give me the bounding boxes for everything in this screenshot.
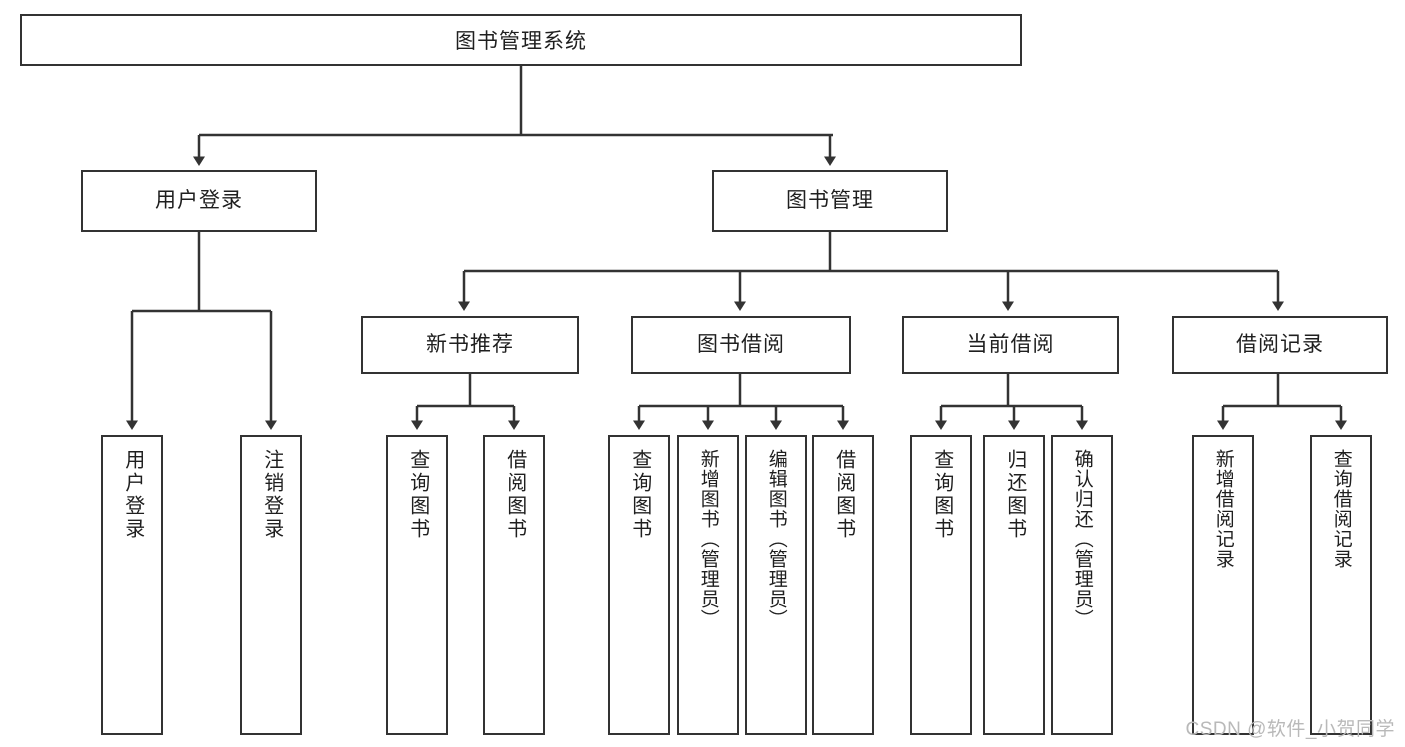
leaf-node-label: 新增图书（管理员）: [697, 449, 719, 629]
node-borrow-record-label: 借阅记录: [1236, 333, 1324, 357]
node-borrow-record[interactable]: 借阅记录: [1172, 316, 1388, 374]
leaf-node[interactable]: 借阅图书: [483, 435, 545, 735]
leaf-node-label: 确认归还（管理员）: [1071, 449, 1093, 629]
leaf-node[interactable]: 查询图书: [386, 435, 448, 735]
leaf-node-label: 归还图书: [1003, 449, 1026, 541]
node-book-borrow[interactable]: 图书借阅: [631, 316, 851, 374]
node-root-label: 图书管理系统: [455, 30, 587, 53]
leaf-node-label: 用户登录: [121, 449, 144, 541]
leaf-node-label: 查询图书: [628, 449, 651, 541]
node-current-borrow-label: 当前借阅: [966, 333, 1055, 357]
leaf-node[interactable]: 新增图书（管理员）: [677, 435, 739, 735]
leaf-node[interactable]: 归还图书: [983, 435, 1045, 735]
leaf-node-label: 编辑图书（管理员）: [765, 449, 787, 629]
node-user-login[interactable]: 用户登录: [81, 170, 317, 232]
leaf-node[interactable]: 编辑图书（管理员）: [745, 435, 807, 735]
leaf-node[interactable]: 新增借阅记录: [1192, 435, 1254, 735]
leaf-node-label: 借阅图书: [832, 449, 855, 541]
node-new-book-recommend-label: 新书推荐: [426, 333, 514, 357]
node-book-management-label: 图书管理: [786, 189, 874, 213]
node-user-login-label: 用户登录: [155, 189, 243, 213]
leaf-node[interactable]: 借阅图书: [812, 435, 874, 735]
csdn-watermark: CSDN @软件_小贺同学: [1185, 719, 1395, 740]
leaf-node[interactable]: 查询图书: [608, 435, 670, 735]
leaf-node-label: 查询图书: [406, 449, 429, 541]
leaf-node-label: 查询图书: [930, 449, 953, 541]
leaf-node-label: 注销登录: [260, 449, 283, 541]
leaf-node[interactable]: 注销登录: [240, 435, 302, 735]
node-new-book-recommend[interactable]: 新书推荐: [361, 316, 579, 374]
leaf-node[interactable]: 查询借阅记录: [1310, 435, 1372, 735]
leaf-node[interactable]: 用户登录: [101, 435, 163, 735]
node-current-borrow[interactable]: 当前借阅: [902, 316, 1119, 374]
node-book-management[interactable]: 图书管理: [712, 170, 948, 232]
node-root[interactable]: 图书管理系统: [20, 14, 1022, 66]
leaf-node-label: 借阅图书: [503, 449, 526, 541]
leaf-node[interactable]: 查询图书: [910, 435, 972, 735]
leaf-node-label: 新增借阅记录: [1212, 449, 1234, 569]
node-book-borrow-label: 图书借阅: [697, 333, 785, 357]
leaf-node-label: 查询借阅记录: [1330, 449, 1352, 569]
leaf-node[interactable]: 确认归还（管理员）: [1051, 435, 1113, 735]
